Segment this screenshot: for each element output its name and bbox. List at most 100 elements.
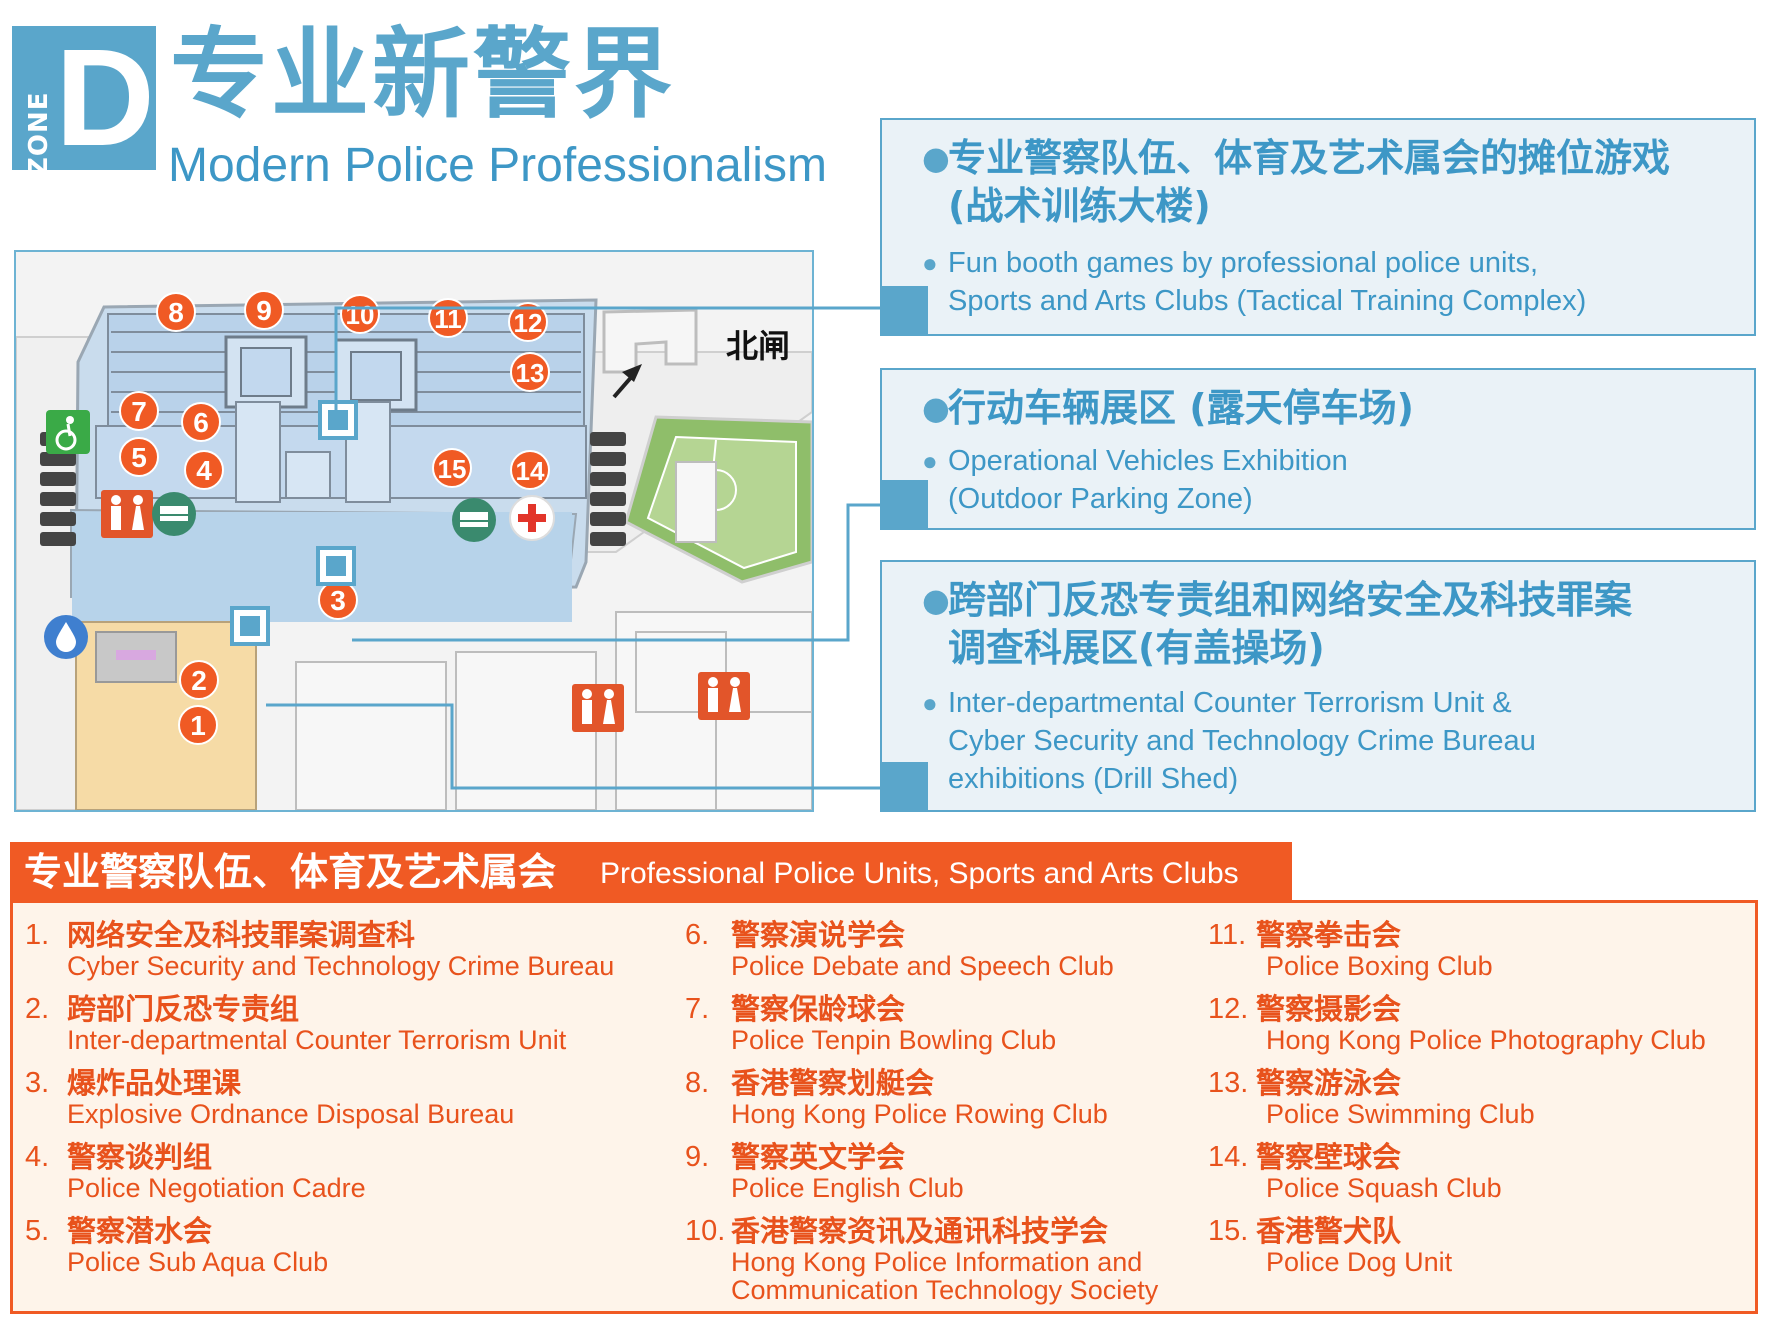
info-box-vehicles: ●行动车辆展区 (露天停车场) ●Operational Vehicles Ex… [880,368,1756,530]
water-icon [44,615,88,659]
legend-name-cn: 警察拳击会 [1256,918,1402,952]
info-cn-line: 调查科展区(有盖操场) [948,626,1325,670]
bullet-icon: ● [922,581,950,619]
legend-name-en: Communication Technology Society [731,1275,1159,1305]
map-marker-label: 4 [196,455,212,486]
info-box-tactical-training: ●专业警察队伍、体育及艺术属会的摊位游戏 (战术训练大楼) ●Fun booth… [880,118,1756,336]
bullet-icon: ● [922,446,938,476]
map-marker-9: 9 [244,290,284,330]
bullet-icon: ● [922,688,938,718]
info-en-line: ●Inter-departmental Counter Terrorism Un… [922,684,1744,722]
map-marker-13: 13 [510,352,550,392]
map-marker-label: 2 [191,665,207,696]
info-en-line: ●Fun booth games by professional police … [922,244,1744,282]
info-cn-line: ●专业警察队伍、体育及艺术属会的摊位游戏 [922,136,1671,180]
legend-name-cn: 警察演说学会 [731,918,906,952]
bench-icon [152,492,196,536]
map-marker-label: 14 [516,456,545,486]
legend-number: 13. [1208,1067,1249,1099]
site-map: 北闸 [14,250,814,812]
legend-title-cn: 专业警察队伍、体育及艺术属会 [24,850,557,894]
map-marker-2: 2 [179,660,219,700]
legend-number: 11. [1208,919,1247,951]
legend-name-cn: 警察谈判组 [67,1140,213,1174]
map-marker-label: 13 [516,358,545,388]
map-marker-label: 9 [256,295,272,326]
legend-number: 2. [25,993,50,1025]
legend-number: 1. [25,919,50,951]
toilet-icon [572,684,624,732]
legend-number: 10. [685,1215,726,1247]
legend-number: 9. [685,1141,710,1173]
map-marker-5: 5 [119,437,159,477]
legend-name-en: Police English Club [731,1173,964,1203]
legend-name-cn: 网络安全及科技罪案调查科 [67,918,416,952]
bullet-icon: ● [922,248,938,278]
legend-name-en: Inter-departmental Counter Terrorism Uni… [67,1025,567,1055]
legend-name-cn: 警察保龄球会 [731,992,906,1026]
legend-name-en: Police Squash Club [1266,1173,1502,1203]
legend-number: 6. [685,919,710,951]
info-en-line: Cyber Security and Technology Crime Bure… [948,725,1536,757]
legend-header: 专业警察队伍、体育及艺术属会 Professional Police Units… [10,842,1292,902]
legend-name-en: Police Swimming Club [1266,1099,1535,1129]
bench-icon [452,498,496,542]
legend-name-cn: 警察英文学会 [731,1140,906,1174]
map-marker-14: 14 [510,450,550,490]
info-cn-line: (战术训练大楼) [948,184,1211,228]
wheelchair-icon [46,410,90,454]
legend-name-en: Police Dog Unit [1266,1247,1453,1277]
legend-number: 7. [685,993,710,1025]
info-en-line: ●Operational Vehicles Exhibition [922,442,1744,480]
legend-name-cn: 警察壁球会 [1256,1140,1402,1174]
legend-name-en: Police Negotiation Cadre [67,1173,366,1203]
map-marker-label: 3 [330,585,346,616]
map-marker-label: 1 [190,710,206,741]
map-marker-10: 10 [340,294,380,334]
legend-name-en: Hong Kong Police Information and [731,1247,1143,1277]
legend-name-cn: 跨部门反恐专责组 [67,992,300,1026]
legend-name-cn: 警察摄影会 [1256,992,1402,1026]
legend-name-en: Hong Kong Police Rowing Club [731,1099,1108,1129]
legend-number: 14. [1208,1141,1249,1173]
map-marker-15: 15 [432,448,472,488]
north-gate-label: 北闸 [726,327,790,365]
legend-name-cn: 香港警察资讯及通讯科技学会 [731,1214,1109,1248]
legend-number: 5. [25,1215,50,1247]
map-marker-4: 4 [184,450,224,490]
legend-number: 15. [1208,1215,1249,1247]
map-marker-3: 3 [318,580,358,620]
info-en-line: (Outdoor Parking Zone) [948,483,1253,515]
legend-title-en: Professional Police Units, Sports and Ar… [600,857,1239,890]
legend-number: 3. [25,1067,50,1099]
legend-name-cn: 香港警察划艇会 [731,1066,935,1100]
zone-badge: ZONE D [12,26,156,176]
page-title-en: Modern Police Professionalism [168,139,827,192]
map-marker-8: 8 [156,292,196,332]
legend-name-en: Police Tenpin Bowling Club [731,1025,1057,1055]
map-marker-label: 10 [346,300,375,330]
map-marker-12: 12 [508,302,548,342]
arrow-icon [612,364,642,399]
toilet-icon [698,672,750,720]
legend-number: 12. [1208,993,1249,1025]
legend-name-cn: 警察潜水会 [67,1214,213,1248]
legend-name-en: Police Debate and Speech Club [731,951,1114,981]
map-marker-6: 6 [181,402,221,442]
info-box-drill-shed: ●跨部门反恐专责组和网络安全及科技罪案 调查科展区(有盖操场) ●Inter-d… [880,560,1756,812]
map-drawing: 北闸 [16,252,812,810]
legend-number: 8. [685,1067,710,1099]
map-marker-label: 8 [168,297,184,328]
legend-name-cn: 香港警犬队 [1256,1214,1402,1248]
info-cn-line: ●行动车辆展区 (露天停车场) [922,386,1414,430]
map-marker-label: 12 [514,308,543,338]
info-cn-line: ●跨部门反恐专责组和网络安全及科技罪案 [922,578,1633,622]
legend-number: 4. [25,1141,50,1173]
legend-name-en: Police Boxing Club [1266,951,1493,981]
map-marker-7: 7 [119,391,159,431]
map-marker-label: 7 [131,396,147,427]
info-box-tab [880,286,928,336]
